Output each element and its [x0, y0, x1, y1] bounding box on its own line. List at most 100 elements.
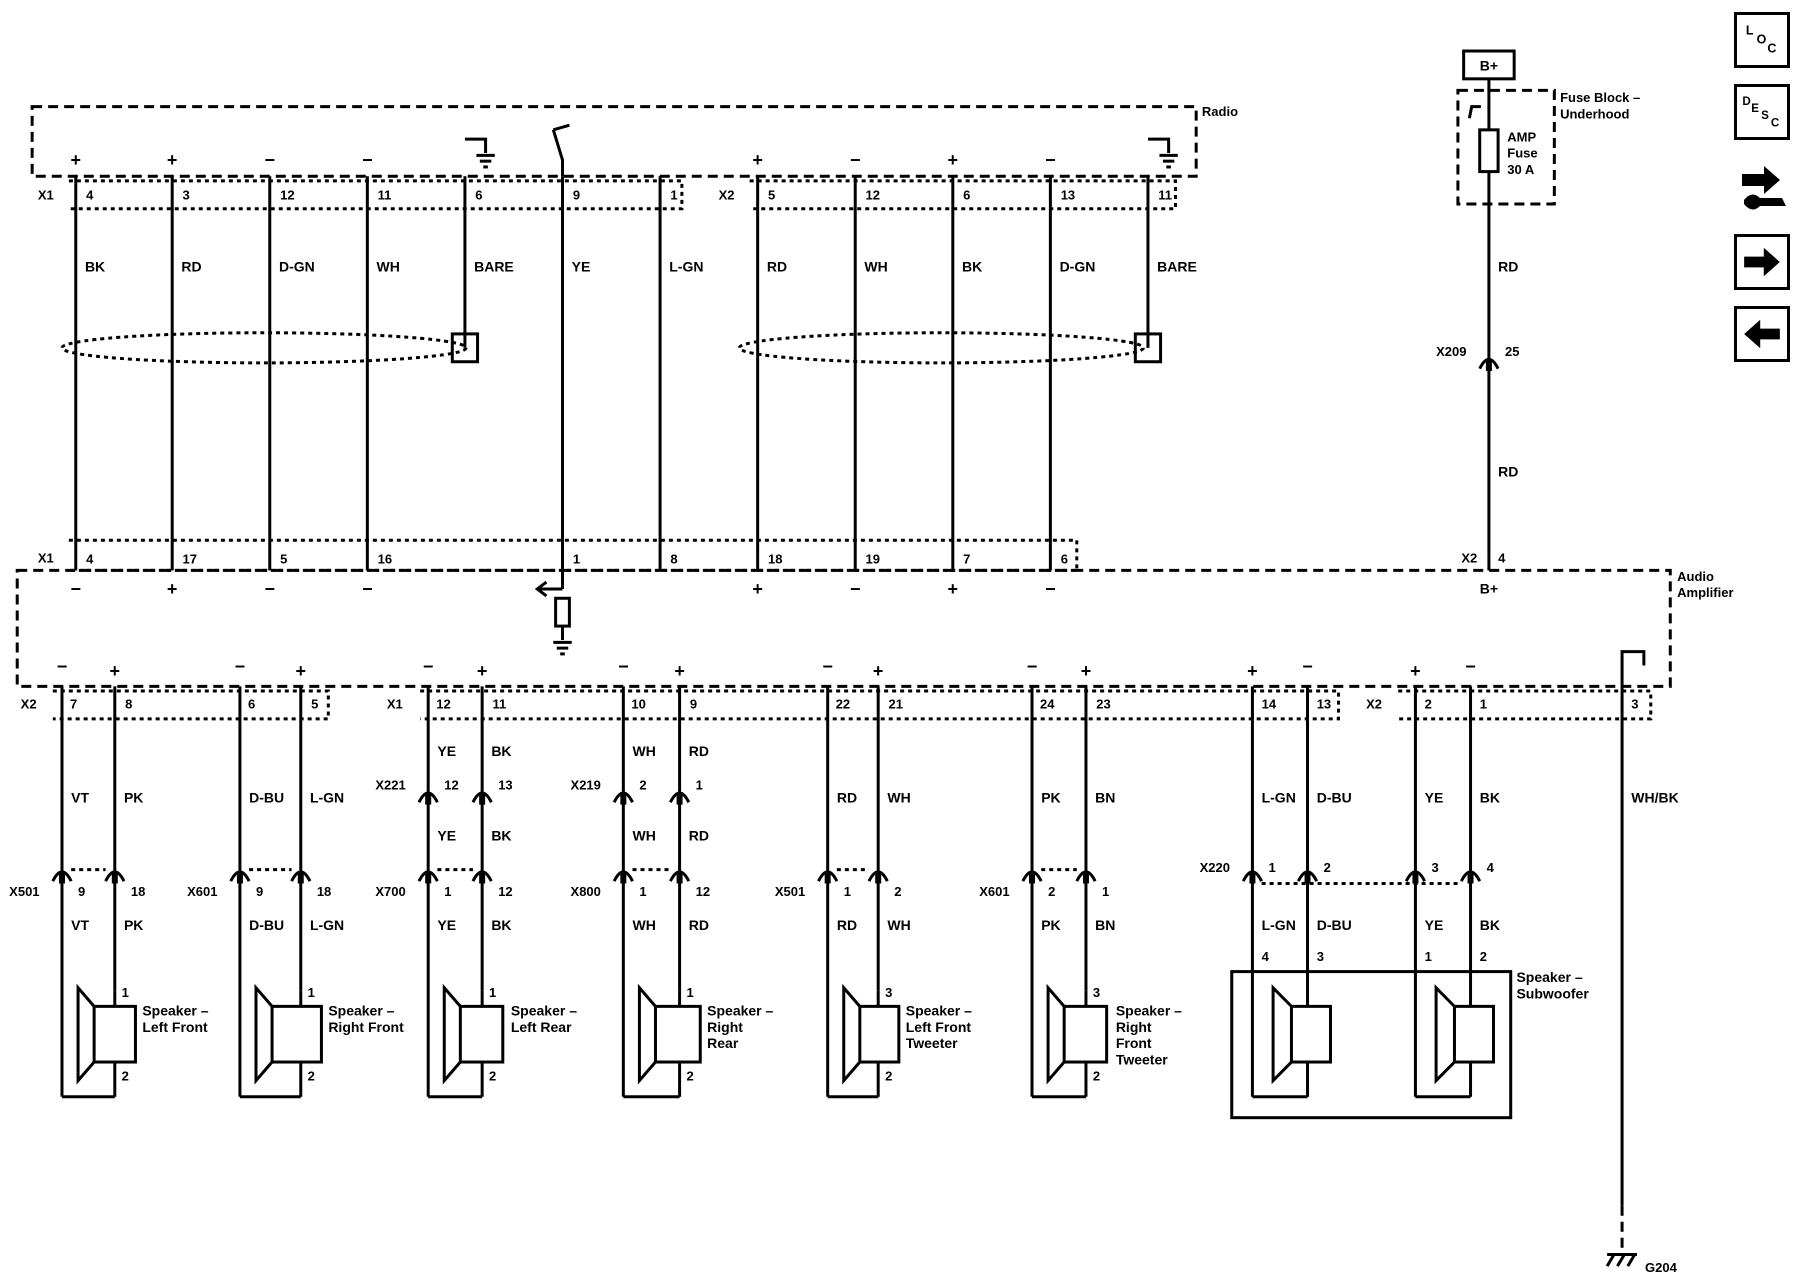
radio-x2-wire-1-amp-polarity: − — [850, 579, 861, 599]
subwoofer-driver-0-cone — [1271, 984, 1293, 1085]
speaker-output-1-speaker-connector-minus — [229, 870, 251, 882]
radio-x2-wire-3-pin: 13 — [1061, 187, 1075, 202]
speaker-output-4-plus-pin: 21 — [889, 696, 903, 711]
amp-x2-output-connector — [52, 689, 330, 721]
radio-x2-wire-2-amp-pin: 7 — [963, 551, 970, 566]
speaker-output-3-speaker-connector-plus — [676, 871, 683, 884]
radio-x1-wire-3-amp-polarity: − — [362, 579, 373, 599]
speaker-output-4-speaker-connector-plus — [875, 871, 882, 884]
speaker-output-2-plus: + — [477, 661, 488, 681]
speaker-output-2-speaker-label: Speaker – — [511, 1003, 577, 1019]
radio-x2-wire-1-pin: 12 — [866, 187, 880, 202]
radio-x1-wire-3-polarity: − — [362, 150, 373, 170]
x209-label: X209 — [1436, 344, 1466, 359]
subwoofer-wire-2-terminal: 1 — [1425, 949, 1432, 964]
ground-icon — [1616, 1253, 1626, 1267]
radio-x2-connector — [749, 179, 1178, 211]
speaker-output-4-minus: − — [822, 656, 833, 676]
speaker-output-0-speaker-minus-color: VT — [71, 917, 89, 933]
speaker-output-5-plus: + — [1081, 661, 1092, 681]
radio-x1-wire-2-amp-pin: 5 — [280, 551, 287, 566]
subwoofer-wire-3-x220 — [1460, 870, 1482, 882]
subwoofer-wire-1-pin: 13 — [1317, 696, 1331, 711]
subwoofer-wire-1-terminal: 3 — [1317, 949, 1324, 964]
subwoofer-wire-0-polarity: + — [1247, 661, 1258, 681]
speaker-output-2-minus-color: YE — [437, 743, 456, 759]
subwoofer-wire-1-color: D-BU — [1317, 789, 1352, 805]
speaker-output-0-minus: − — [57, 656, 68, 676]
speaker-output-3-speaker-connector-minus — [612, 870, 634, 882]
previous-page-button[interactable] — [1734, 306, 1790, 362]
shield-x1 — [60, 331, 468, 365]
amp-x2-power-connector: X2 — [1461, 550, 1477, 565]
x209-inline-connector — [1485, 359, 1492, 372]
connector-view-button[interactable] — [1734, 160, 1790, 216]
speaker-output-3-minus-pin: 10 — [631, 696, 645, 711]
speaker-output-0-speaker-connector-label: X501 — [9, 884, 39, 899]
arrow-right-icon — [1744, 247, 1780, 277]
speaker-output-4-speaker-label: Left Front — [906, 1019, 972, 1035]
subwoofer-wire-1-x220 — [1296, 870, 1319, 882]
subwoofer-wire-0-pin: 14 — [1262, 696, 1277, 711]
radio-x2-wire-4-shield-drain — [1133, 332, 1163, 364]
radio-x1-wire-6-amp-pin: 8 — [670, 551, 677, 566]
ground-wire-color: WH/BK — [1631, 789, 1678, 805]
subwoofer-wire-2-pin: 2 — [1425, 696, 1432, 711]
radio-x2-wire-2-color: BK — [962, 258, 982, 274]
radio-x2-wire-0-color: RD — [767, 258, 787, 274]
speaker-output-5-speaker-magnet — [1062, 1004, 1109, 1064]
radio-x1-wire-1-polarity: + — [167, 150, 178, 170]
radio-x1-wire-5-pin: 9 — [573, 187, 580, 202]
speaker-output-4-speaker-connector-label: X501 — [775, 884, 805, 899]
radio-x1-wire-4-pin: 6 — [475, 187, 482, 202]
speaker-output-5-terminal-top: 3 — [1093, 985, 1100, 1000]
speaker-output-2-minus: − — [423, 656, 434, 676]
speaker-output-4-speaker-cone — [842, 983, 861, 1085]
speaker-output-4-minus-color: RD — [837, 789, 857, 805]
ground-pin: 3 — [1631, 696, 1638, 711]
subwoofer-wire-3-x220 — [1467, 871, 1474, 884]
speaker-output-3-speaker-connector-label: X800 — [571, 884, 601, 899]
speaker-output-0-speaker-connector-minus — [58, 871, 65, 884]
radio-x1-wire-2-color: D-GN — [279, 258, 315, 274]
amp-x1-input-label: X1 — [38, 550, 54, 565]
radio-x2-wire-1-amp-pin: 19 — [866, 551, 880, 566]
speaker-output-4-speaker-plus-color: WH — [887, 917, 910, 933]
speaker-output-1-speaker-connector-plus — [290, 870, 312, 882]
speaker-output-0-terminal-bottom: 2 — [122, 1069, 129, 1084]
amp-x2-subwoofer-connector — [1398, 689, 1653, 721]
subwoofer-wire-3-x220-pin: 4 — [1487, 860, 1495, 875]
speaker-output-0-terminal-top: 1 — [122, 985, 129, 1000]
subwoofer-wire-0-color: L-GN — [1262, 789, 1296, 805]
speaker-output-0-speaker-cone — [76, 983, 96, 1085]
speaker-output-5-speaker-plus-color: BN — [1095, 917, 1115, 933]
speaker-output-2-inline-connector: X221 — [375, 778, 405, 793]
speaker-output-2-inline-minus — [425, 793, 432, 805]
speaker-output-1-minus-pin: 6 — [248, 696, 255, 711]
location-button[interactable]: LOC — [1734, 12, 1790, 68]
speaker-output-1-speaker-plus-pin: 18 — [317, 884, 331, 899]
subwoofer-wire-1-color-speaker: D-BU — [1317, 917, 1352, 933]
speaker-output-5-speaker-minus-pin: 2 — [1048, 884, 1055, 899]
speaker-output-5-speaker-connector-plus — [1075, 870, 1097, 882]
speaker-output-0-plus: + — [110, 661, 121, 681]
subwoofer-wire-2-polarity: + — [1410, 661, 1421, 681]
speaker-output-3-minus-color: WH — [633, 743, 656, 759]
speaker-output-4-plus-color: WH — [887, 789, 910, 805]
speaker-output-3-speaker-connector-minus — [620, 871, 627, 884]
next-page-button[interactable] — [1734, 234, 1790, 290]
ground-label: G204 — [1645, 1260, 1678, 1275]
subwoofer-label: Subwoofer — [1516, 985, 1589, 1001]
subwoofer-wire-0-x220-pin: 1 — [1268, 860, 1275, 875]
description-button[interactable]: DESC — [1734, 84, 1790, 140]
radio-x1-connector — [68, 179, 684, 211]
arrow-left-icon — [1744, 319, 1780, 349]
subwoofer-wire-2-x220-pin: 3 — [1432, 860, 1439, 875]
speaker-output-5-plus-color: BN — [1095, 789, 1115, 805]
speaker-output-3-speaker-minus-color: WH — [633, 917, 656, 933]
speaker-output-3-speaker-plus-pin: 12 — [696, 884, 710, 899]
radio-x1-wire-2-polarity: − — [265, 150, 276, 170]
speaker-output-0-speaker-connector-plus — [111, 871, 118, 884]
fuse-block-outline — [1456, 88, 1556, 206]
